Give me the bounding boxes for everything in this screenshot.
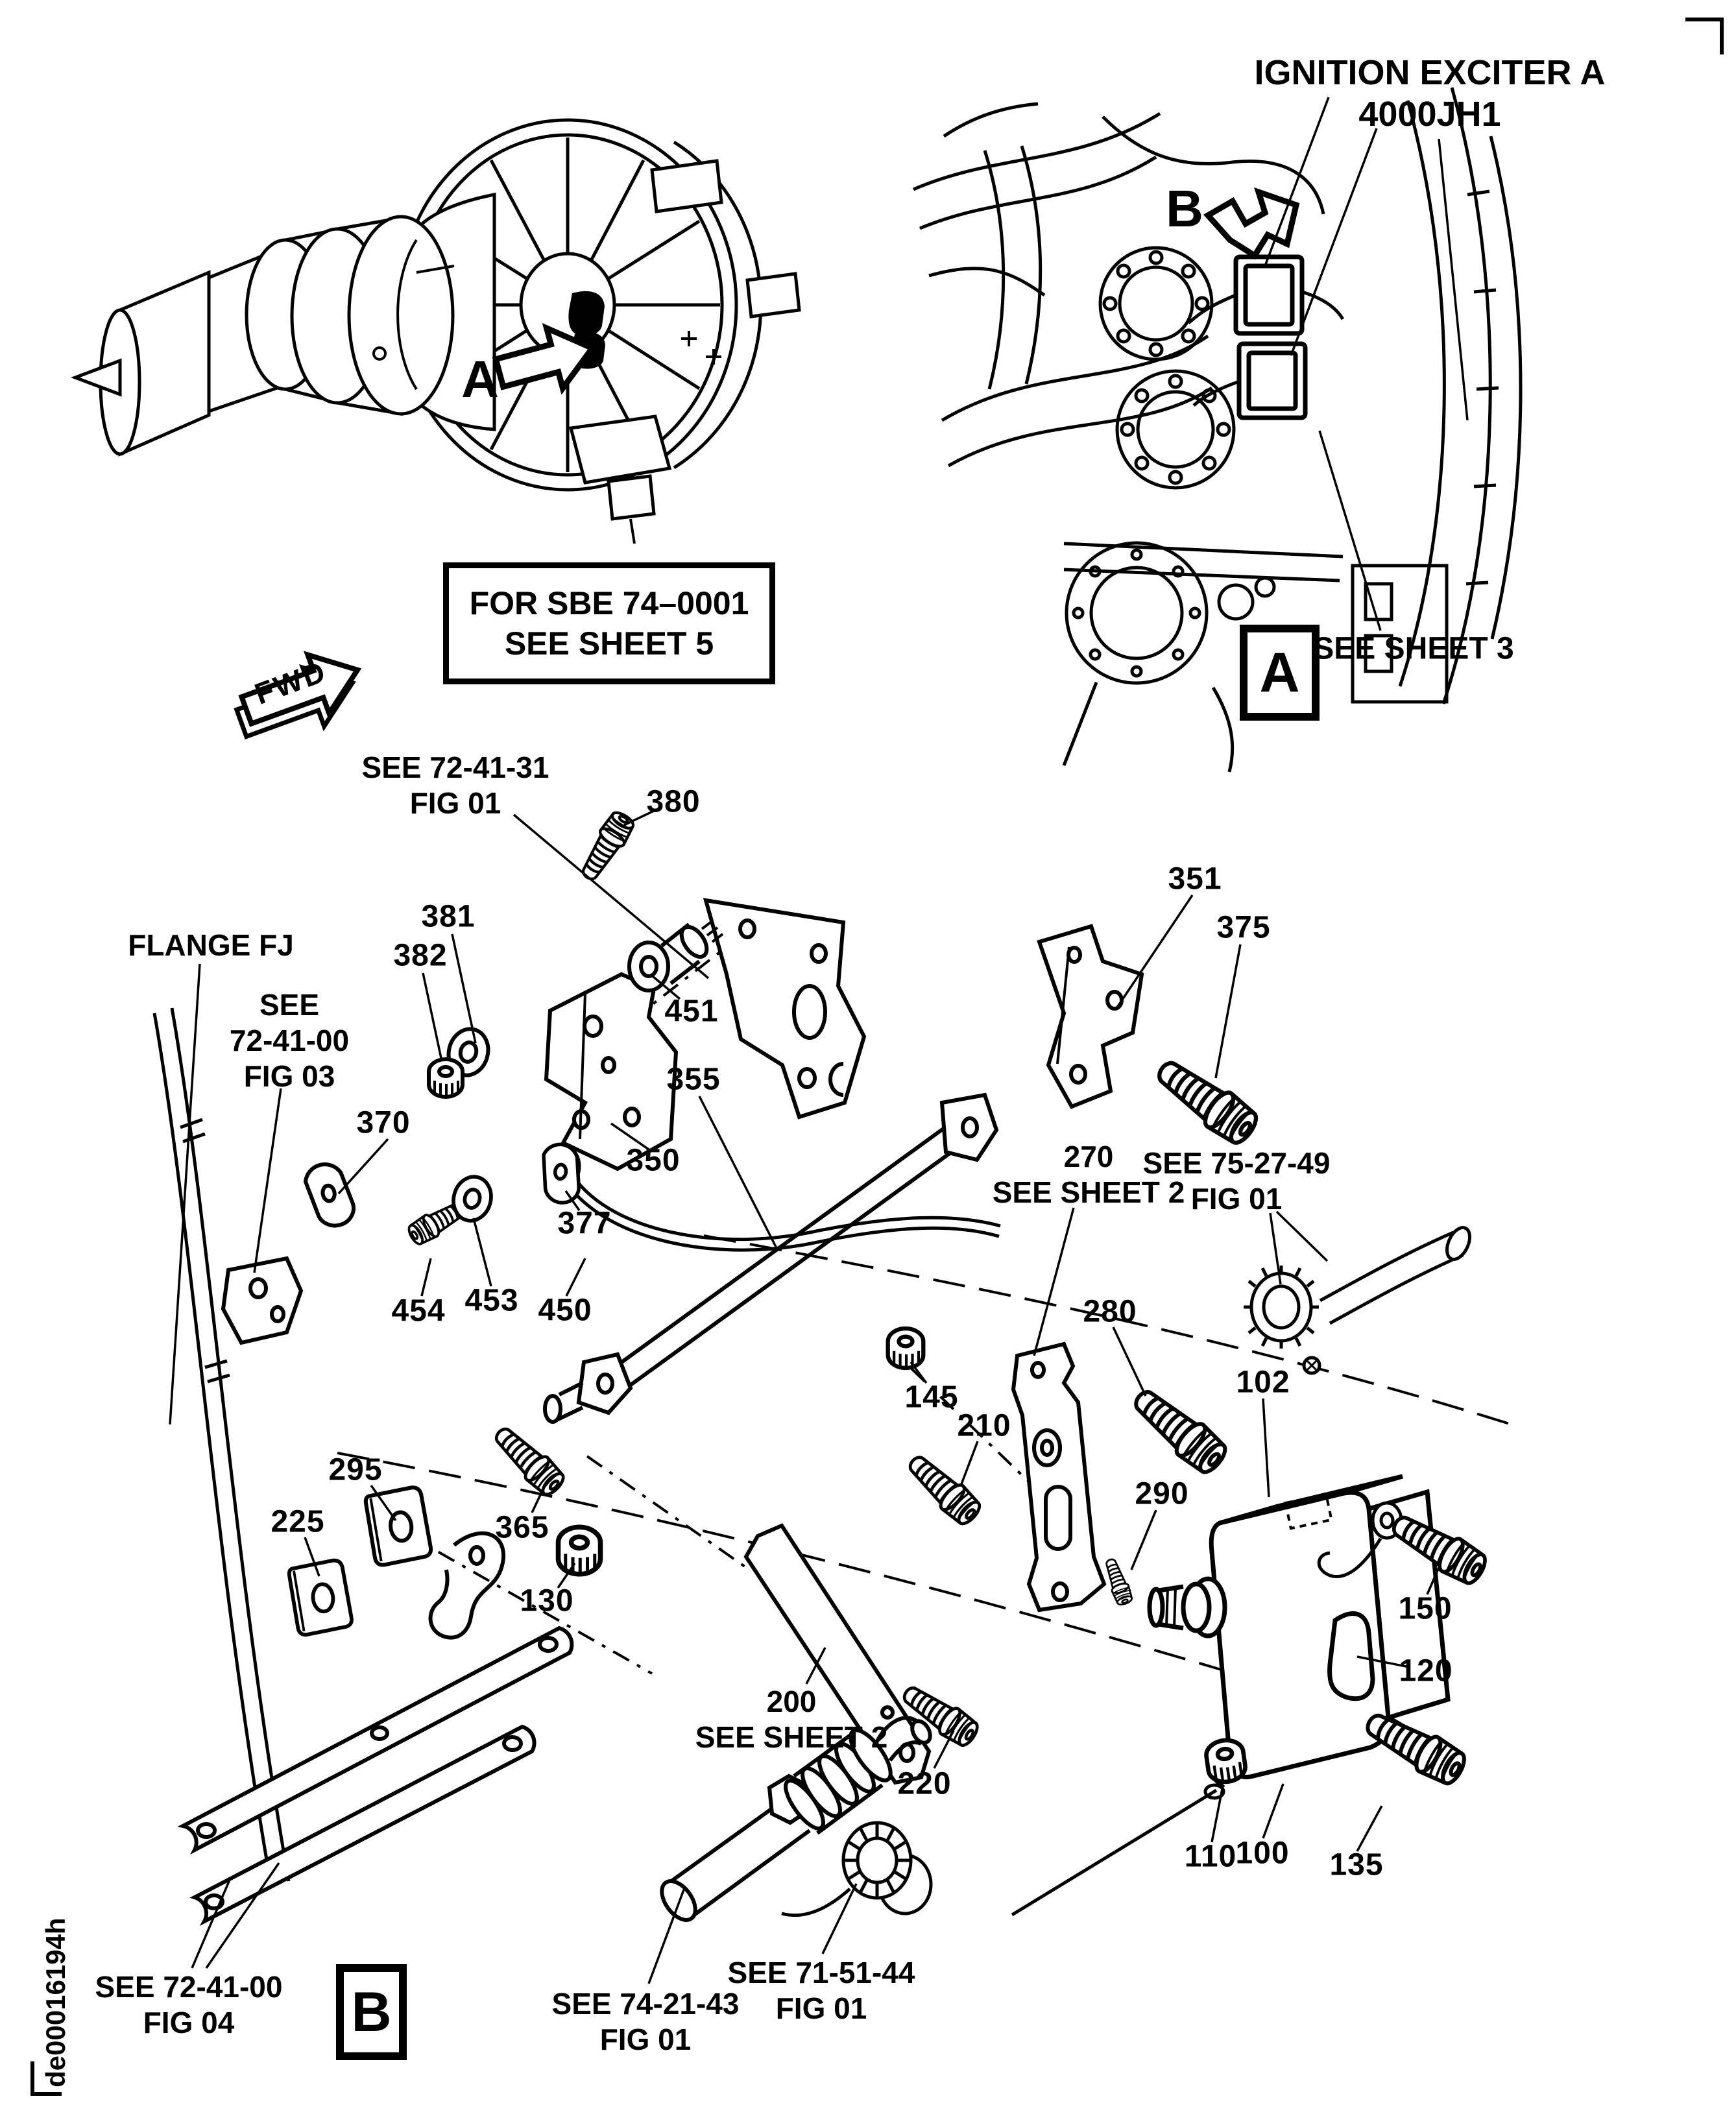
part-callout-280: 280 [1083, 1294, 1137, 1329]
part-callout-380: 380 [646, 784, 701, 819]
detail-a-title-line2: 4000JH1 [1358, 95, 1501, 134]
view-identifier-b: B [336, 1964, 407, 2060]
view-identifier-a: A [1240, 625, 1320, 721]
part-callout-451: 451 [664, 994, 719, 1029]
part-callout-382: 382 [393, 938, 448, 973]
part-callout-295: 295 [328, 1452, 383, 1487]
part-callout-454: 454 [391, 1293, 446, 1328]
detail-arrow-a-letter: A [461, 350, 499, 408]
see-sheet-3-note: SEE SHEET 3 [1313, 631, 1514, 666]
part-callout-377: 377 [557, 1206, 612, 1241]
reference-line: FIG 04 [143, 2006, 235, 2039]
part-callout-225: 225 [271, 1504, 325, 1539]
detail-a-title-line1: IGNITION EXCITER A [1254, 53, 1606, 92]
reference-line: SEE 74-21-43 [551, 1987, 740, 2021]
reference-line: SEE 72-41-31 [361, 750, 549, 784]
part-callout-381: 381 [421, 899, 476, 934]
part-callout-453: 453 [464, 1283, 519, 1318]
part-callout-210: 210 [957, 1408, 1011, 1443]
part-callout-120: 120 [1399, 1653, 1453, 1688]
document-number: de00016194h [40, 1917, 71, 2087]
part-callout-350: 350 [626, 1143, 681, 1178]
reference-line: SEE SHEET 2 [992, 1175, 1185, 1209]
part-callout-110: 110 [1184, 1839, 1237, 1874]
part-callout-365: 365 [495, 1510, 549, 1545]
part-callout-290: 290 [1135, 1476, 1189, 1511]
part-callout-370: 370 [356, 1105, 411, 1140]
part-callout-351: 351 [1168, 861, 1222, 896]
view-identifier-a-letter: A [1259, 641, 1300, 704]
view-identifier-b-letter: B [351, 1980, 392, 2043]
reference-line: FIG 01 [599, 2023, 692, 2056]
sbe-note-line1: FOR SBE 74–0001 [469, 585, 749, 621]
part-callout-450: 450 [538, 1293, 592, 1328]
detail-arrow-b-letter: B [1166, 180, 1203, 237]
part-callout-375: 375 [1216, 910, 1271, 945]
part-callout-100: 100 [1235, 1836, 1290, 1871]
reference-line: FLANGE FJ [128, 928, 294, 962]
detail-a-title: IGNITION EXCITER A 4000JH1 [1254, 52, 1605, 135]
reference-line: SEE SHEET 2 [695, 1720, 888, 1754]
part-callout-150: 150 [1398, 1591, 1453, 1626]
reference-line: SEE 75-27-49 [1142, 1146, 1331, 1180]
reference-line: SEE 72-41-00 [95, 1970, 283, 2004]
reference-line: 72-41-00 [229, 1024, 350, 1057]
reference-line: 200 [766, 1685, 817, 1718]
part-callout-355: 355 [666, 1062, 721, 1097]
reference-line: 270 [1063, 1140, 1114, 1173]
reference-line: FIG 01 [409, 786, 501, 820]
part-callout-135: 135 [1329, 1847, 1384, 1882]
reference-line: FIG 01 [775, 1991, 867, 2025]
reference-line: FIG 03 [243, 1059, 335, 1093]
reference-flange-fj: FLANGE FJ [128, 928, 294, 963]
reference-line: SEE 71-51-44 [727, 1956, 915, 1989]
part-callout-130: 130 [520, 1583, 574, 1618]
part-callout-220: 220 [897, 1766, 952, 1801]
reference-line: SEE [259, 988, 320, 1022]
part-callout-102: 102 [1236, 1365, 1290, 1400]
sbe-note-line2: SEE SHEET 5 [504, 625, 714, 662]
part-callout-145: 145 [904, 1380, 959, 1415]
sbe-note-box: FOR SBE 74–0001 SEE SHEET 5 [443, 562, 775, 684]
reference-line: FIG 01 [1190, 1182, 1283, 1216]
